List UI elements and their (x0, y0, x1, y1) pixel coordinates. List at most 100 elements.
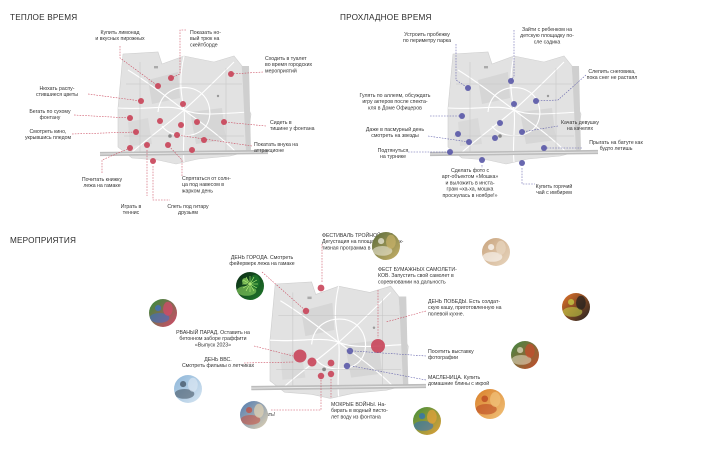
leader-line (455, 44, 469, 89)
event-dot (302, 307, 310, 315)
leader-line (73, 114, 131, 119)
photo-dance (240, 401, 268, 429)
activity-dot (465, 85, 471, 91)
event-dot (307, 357, 317, 367)
activity-dot (165, 142, 171, 148)
activity-dot (157, 118, 163, 124)
leader-line (521, 125, 559, 133)
label-vvs: ДЕНЬ ВВС.Смотреть фильмы о летчиках (182, 357, 255, 369)
leader-line (385, 310, 427, 323)
activity-dot (180, 101, 186, 107)
section-title-cool: ПРОХЛАДНОЕ ВРЕМЯ (340, 13, 432, 22)
leader-line (353, 350, 427, 357)
event-photos (149, 232, 590, 435)
label-movie: Смотреть кино,укрывшись пледом (25, 129, 72, 141)
leader-line (510, 30, 515, 82)
leader-line (170, 29, 186, 79)
activity-dot (455, 131, 461, 137)
label-water: МОКРЫЕ ВОЙНЫ. На-бирать в водный писто-л… (331, 400, 388, 420)
photo-aviation (174, 375, 202, 403)
label-planes-fest: ФЕСТ БУМАЖНЫХ САМОЛЕТИ-КОВ. Запустить св… (378, 267, 457, 285)
activity-dot (511, 101, 517, 107)
leader-line (71, 131, 137, 135)
activity-dot (150, 158, 156, 164)
section-title-warm: ТЕПЛОЕ ВРЕМЯ (10, 13, 77, 22)
event-dot (327, 359, 335, 367)
leader-line (253, 345, 294, 357)
leader-line (270, 380, 322, 411)
activity-dot (466, 139, 472, 145)
leader-line (535, 74, 587, 102)
activity-dot (492, 135, 498, 141)
event-dot (371, 339, 385, 353)
leader-line (521, 168, 535, 185)
leader-line (427, 135, 470, 143)
label-snowman: Слепить снеговика,пока снег не растаял (587, 69, 638, 81)
activity-dot (144, 142, 150, 148)
leader-line (101, 147, 131, 173)
activity-dot (189, 147, 195, 153)
event-dot (327, 370, 335, 378)
activity-dot (447, 149, 453, 155)
event-dot (346, 347, 354, 355)
activity-dot (519, 160, 525, 166)
activity-dot (194, 119, 200, 125)
activity-dot (533, 98, 539, 104)
activity-dot (508, 78, 514, 84)
activity-dot (201, 137, 207, 143)
photo-fireworks (236, 272, 264, 300)
activity-dot (155, 83, 161, 89)
park-map-warm (100, 52, 268, 164)
activity-dot (138, 98, 144, 104)
event-dot (317, 284, 325, 292)
leader-line (351, 365, 427, 381)
activity-dot (497, 120, 503, 126)
photo-parade (149, 299, 177, 327)
label-fish-fest: ФЕСТИВАЛЬ ТРОЙНОЙ УХИ.Дегустация на площ… (322, 231, 404, 251)
leader-line (223, 121, 267, 127)
activity-dot (519, 129, 525, 135)
photo-pancakes (475, 389, 505, 419)
event-dot (293, 349, 307, 363)
leader-line (87, 93, 142, 102)
leader-line (176, 134, 253, 147)
park-map-cool (430, 52, 598, 164)
photo-paper-plane (482, 238, 510, 266)
activity-dot (479, 157, 485, 163)
activity-dot (174, 132, 180, 138)
event-dot (317, 372, 325, 380)
label-flowers: Нюхать распу-стившиеся цветы (36, 86, 78, 98)
activity-dot (228, 71, 234, 77)
photo-water-guns (413, 407, 441, 435)
photo-victory (562, 293, 590, 321)
activity-dot (221, 119, 227, 125)
photo-exhibit (511, 341, 539, 369)
activity-dot (541, 145, 547, 151)
photo-fish-soup (372, 232, 400, 260)
activity-dot (178, 122, 184, 128)
activity-dot (133, 129, 139, 135)
section-title-events: МЕРОПРИЯТИЯ (10, 236, 76, 245)
activity-dot (127, 145, 133, 151)
activity-dot (168, 75, 174, 81)
